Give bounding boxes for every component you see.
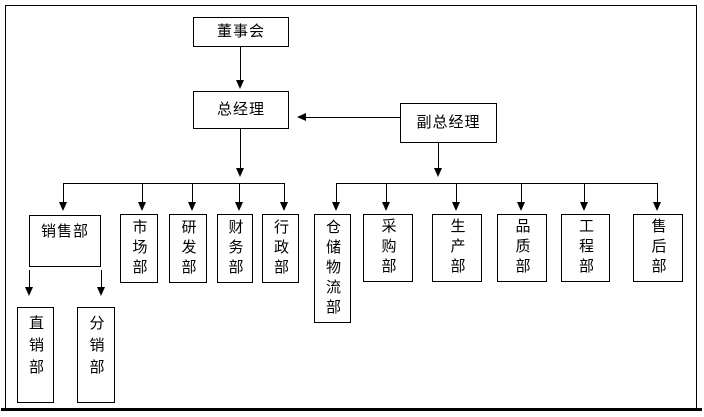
org-node-board: 董事会 [193,17,289,47]
connector-drop-finance-dept [235,184,243,211]
connector-left-branch-rail [63,183,285,184]
org-node-purchasing-dept-label: 采购部 [379,218,398,278]
org-node-sales-dept-label: 销售部 [40,222,89,240]
org-node-engineering-dept-label: 工程部 [577,218,595,278]
org-node-finance-dept-label: 财务部 [226,218,245,279]
org-node-deputy-general-manager-label: 副总经理 [416,113,481,132]
org-node-board-label: 董事会 [216,22,265,41]
connector-drop-engineering-dept [580,184,588,211]
connector-deputy-gm-drop-arrow [434,143,442,177]
org-node-after-sales-dept: 售后部 [633,214,683,282]
connector-drop-marketing-dept [138,184,146,211]
connector-right-branch-rail [336,183,658,184]
connector-drop-admin-dept [280,184,288,211]
org-node-distribution-dept: 分销部 [77,307,115,403]
org-node-purchasing-dept: 采购部 [363,214,413,282]
connector-drop-production-dept [452,184,460,211]
connector-drop-direct-sales-dept [25,270,33,296]
org-node-direct-sales-dept-label: 直销部 [27,315,45,381]
org-node-quality-dept: 品质部 [497,214,547,282]
org-node-marketing-dept: 市场部 [120,214,158,283]
connector-deputy-gm-to-gm-arrow [297,113,400,121]
org-node-deputy-general-manager: 副总经理 [400,103,497,143]
org-node-rnd-dept: 研发部 [169,214,207,283]
connector-gm-drop-arrow [236,129,244,177]
connector-drop-warehouse-logistics-dept [332,184,340,211]
connector-board-to-gm-arrow [236,47,244,89]
connector-drop-rnd-dept [188,184,196,211]
org-node-quality-dept-label: 品质部 [513,218,532,278]
connector-drop-after-sales-dept [653,184,661,211]
org-node-admin-dept: 行政部 [262,214,299,283]
org-node-after-sales-dept-label: 售后部 [649,218,668,278]
org-node-marketing-dept-label: 市场部 [130,218,149,279]
org-node-finance-dept: 财务部 [217,214,253,283]
org-node-production-dept-label: 生产部 [448,218,467,278]
org-node-distribution-dept-label: 分销部 [87,315,106,381]
org-node-warehouse-logistics-dept-label: 仓储物流部 [324,218,342,319]
connector-drop-distribution-dept [97,270,105,296]
connector-drop-purchasing-dept [382,184,390,211]
connector-drop-quality-dept [517,184,525,211]
org-node-engineering-dept: 工程部 [561,214,610,282]
org-node-production-dept: 生产部 [432,214,482,282]
org-node-sales-dept: 销售部 [29,215,101,267]
org-node-warehouse-logistics-dept: 仓储物流部 [314,214,351,323]
org-node-general-manager: 总经理 [193,91,289,129]
org-node-general-manager-label: 总经理 [216,100,265,119]
org-node-direct-sales-dept: 直销部 [17,307,54,403]
org-node-rnd-dept-label: 研发部 [179,218,198,279]
connector-drop-sales-dept [59,184,67,211]
diagram-bottom-rule [1,408,702,411]
org-node-admin-dept-label: 行政部 [272,218,290,279]
